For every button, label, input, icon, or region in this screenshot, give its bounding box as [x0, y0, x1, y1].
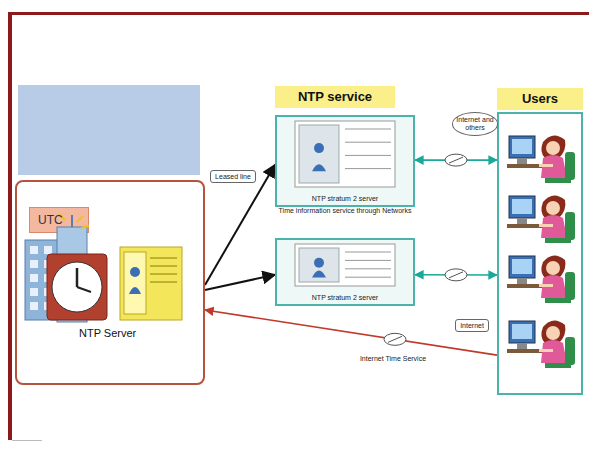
- drawing: [295, 121, 395, 187]
- drawing: [47, 254, 107, 320]
- edge-label: Internet Time Service: [358, 354, 428, 363]
- edge-label: Internet and others: [452, 112, 498, 135]
- drawing: [345, 129, 391, 130]
- drawing: [129, 287, 141, 294]
- drawing: [30, 288, 38, 296]
- drawing: [124, 252, 146, 314]
- drawing: [295, 244, 395, 286]
- server-box: NTP stratum 2 server: [275, 238, 415, 306]
- clock-building-illustration: [17, 182, 203, 383]
- network-symbol: [445, 154, 467, 166]
- drawing: [345, 168, 391, 169]
- drawing: [314, 258, 324, 268]
- drawing: [30, 260, 38, 268]
- server-illustration: [277, 117, 413, 205]
- drawing: [299, 125, 339, 183]
- drawing: [314, 143, 324, 153]
- node-text: NTP Server: [79, 327, 136, 339]
- connector: [205, 275, 275, 290]
- drawing: [76, 268, 79, 287]
- drawing: [30, 274, 38, 282]
- server-panel: UTC NTP Server: [15, 180, 205, 385]
- drawing: [150, 258, 177, 259]
- drawing: [345, 142, 391, 143]
- network-label: Internet: [455, 319, 489, 332]
- network-symbol: [445, 269, 467, 281]
- drawing: [345, 268, 391, 269]
- drawing: [59, 214, 89, 228]
- network-symbol: [449, 157, 463, 163]
- drawing: [120, 247, 182, 320]
- header-label: NTP service: [275, 86, 395, 108]
- drawing: [312, 164, 326, 171]
- node-text: NTP stratum 2 server: [277, 294, 413, 301]
- connector: [205, 165, 275, 285]
- network-symbol: [388, 336, 402, 342]
- drawing: [312, 270, 326, 277]
- drawing: [30, 302, 38, 310]
- drawing: [77, 287, 91, 292]
- node-text: NTP stratum 2 server: [277, 195, 413, 202]
- node-text: Users: [497, 88, 583, 110]
- drawing: [44, 246, 52, 254]
- server-box: NTP stratum 2 serverTime information ser…: [275, 115, 415, 207]
- drawing: [345, 252, 391, 253]
- network-symbol: [449, 272, 463, 278]
- drawing: [71, 215, 73, 227]
- node-text: NTP service: [275, 86, 395, 108]
- drawing: [345, 277, 391, 278]
- drawing: [150, 274, 177, 275]
- drawing: [345, 155, 391, 156]
- drawing: [150, 282, 177, 283]
- drawing: [299, 248, 339, 282]
- connector: [205, 310, 497, 355]
- node-text: UTC: [30, 208, 88, 227]
- node-text: Time information service through Network…: [277, 207, 413, 214]
- drawing: [150, 266, 177, 267]
- users-column: Users: [497, 112, 583, 395]
- drawing: [130, 267, 140, 277]
- drawing: [345, 260, 391, 261]
- edge-label: Leased line: [210, 170, 256, 183]
- drawing: [52, 262, 102, 312]
- network-symbol: [384, 333, 406, 345]
- drawing: [30, 246, 38, 254]
